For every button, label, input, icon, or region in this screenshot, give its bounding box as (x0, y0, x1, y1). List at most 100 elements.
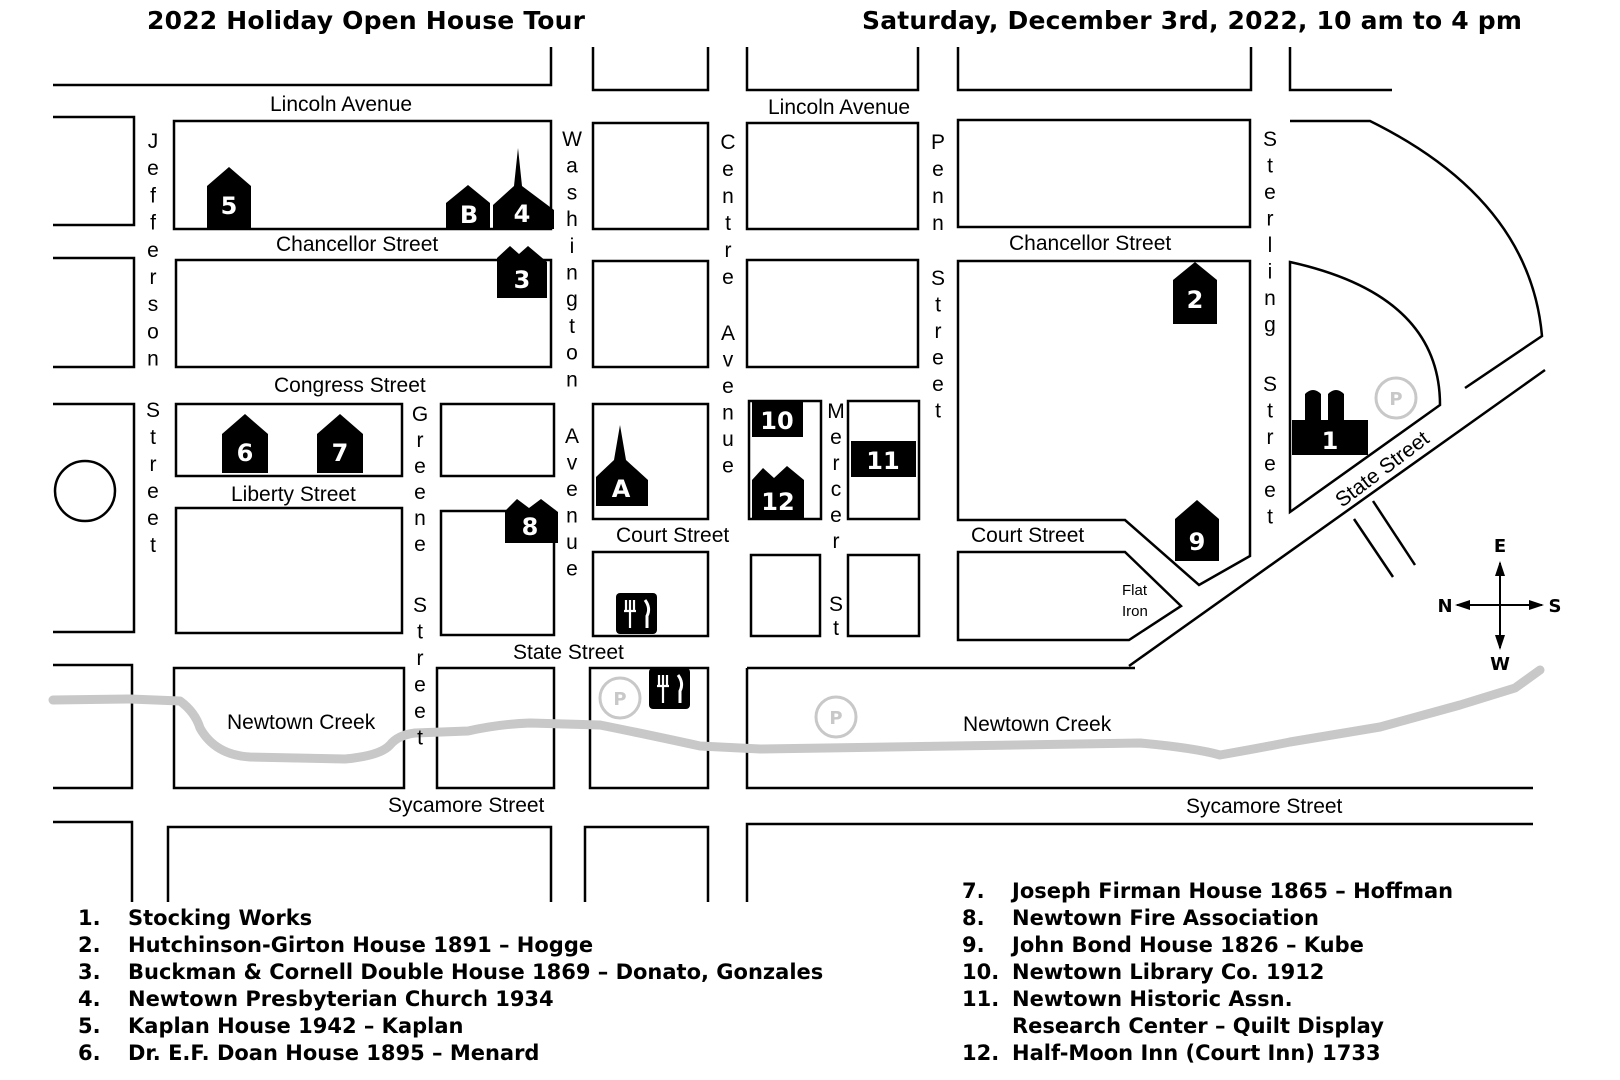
parking-icon: P (1374, 376, 1418, 420)
svg-text:2: 2 (1187, 286, 1204, 314)
marker-3[interactable]: 3 (497, 246, 547, 298)
block-outline (166, 825, 553, 902)
legend-item: 7. Joseph Firman House 1865 – Hoffman (962, 878, 1453, 905)
street-edge (1128, 368, 1546, 668)
legend-item: 8. Newtown Fire Association (962, 905, 1453, 932)
marker-12[interactable]: 12 (752, 466, 804, 519)
compass-north: N (1437, 596, 1452, 617)
street-sycamore-street: Sycamore Street (1186, 795, 1343, 818)
block-outline (1288, 260, 1442, 515)
block-outline (591, 259, 710, 369)
legend-item: 6.Dr. E.F. Doan House 1895 – Menard (78, 1040, 823, 1067)
flat-iron-label: Iron (1122, 603, 1148, 620)
block-outline (174, 402, 404, 478)
marker-8[interactable]: 8 (505, 499, 558, 543)
svg-text:3: 3 (514, 266, 531, 294)
legend-text: Newtown Fire Association (1012, 906, 1319, 930)
legend-number: 7. (962, 879, 985, 903)
marker-4-church[interactable]: 4 (493, 148, 554, 229)
marker-9[interactable]: 9 (1175, 500, 1219, 561)
svg-text:4: 4 (514, 200, 531, 228)
block-outline (846, 399, 921, 521)
legend-text: John Bond House 1826 – Kube (1012, 933, 1364, 957)
svg-text:9: 9 (1189, 528, 1206, 556)
block-outline (749, 553, 822, 638)
legend-number: 9. (962, 933, 985, 957)
street-sycamore-street: Sycamore Street (388, 794, 545, 817)
block-outline (1288, 47, 1392, 92)
svg-text:P: P (829, 708, 842, 729)
svg-text:B: B (460, 201, 478, 229)
block-outline (956, 550, 1183, 642)
street-liberty-street: Liberty Street (231, 483, 356, 506)
svg-text:P: P (1389, 389, 1402, 410)
block-outline (53, 256, 136, 369)
legend-number: 1. (78, 906, 101, 930)
legend-text: Newtown Historic Assn. (1012, 987, 1293, 1011)
legend-text: Dr. E.F. Doan House 1895 – Menard (128, 1041, 540, 1065)
svg-text:10: 10 (760, 407, 793, 435)
street-state-street: State Street (513, 641, 624, 664)
legend-item: 9. John Bond House 1826 – Kube (962, 932, 1453, 959)
legend-item: Research Center – Quilt Display (962, 1013, 1453, 1040)
parking-icon: P (598, 676, 642, 720)
legend-number (962, 1013, 1012, 1040)
restaurant-icon (649, 668, 690, 709)
marker-1-stocking-works[interactable]: 1 (1292, 390, 1368, 455)
marker-2[interactable]: 2 (1173, 262, 1217, 324)
compass-east: E (1494, 536, 1506, 557)
svg-text:7: 7 (332, 439, 349, 467)
marker-5[interactable]: 5 (207, 167, 251, 229)
compass-south: S (1549, 596, 1562, 617)
marker-6[interactable]: 6 (222, 414, 268, 473)
street-chancellor-street: Chancellor Street (276, 233, 438, 256)
svg-text:8: 8 (522, 513, 539, 541)
block-outline (956, 259, 1252, 587)
block-outline (53, 115, 136, 227)
legend-text: Joseph Firman House 1865 – Hoffman (1012, 879, 1454, 903)
block-outline (745, 258, 920, 369)
street-congress-street: Congress Street (274, 374, 426, 397)
legend-text: Buckman & Cornell Double House 1869 – Do… (128, 960, 824, 984)
block-outline (745, 47, 920, 92)
marker-a-church[interactable]: A (596, 425, 648, 506)
svg-text:A: A (612, 475, 631, 503)
marker-b[interactable]: B (446, 185, 490, 229)
legend-number: 5. (78, 1014, 101, 1038)
legend-number: 8. (962, 906, 985, 930)
marker-11[interactable]: 11 (851, 441, 916, 477)
block-outline (956, 118, 1252, 229)
block-outline (745, 822, 1533, 902)
svg-text:5: 5 (221, 192, 238, 220)
marker-7[interactable]: 7 (317, 414, 363, 473)
legend-text: Kaplan House 1942 – Kaplan (128, 1014, 464, 1038)
block-outline (53, 663, 134, 790)
legend-item: 2.Hutchinson-Girton House 1891 – Hogge (78, 932, 823, 959)
svg-text:12: 12 (761, 488, 794, 516)
city-blocks (53, 47, 1546, 902)
legend-item: 1. Stocking Works (78, 905, 823, 932)
legend-text: Newtown Library Co. 1912 (1012, 960, 1325, 984)
block-outline (745, 121, 920, 231)
legend-text: Stocking Works (128, 906, 313, 930)
svg-text:1: 1 (1322, 427, 1339, 455)
legend-item: 5. Kaplan House 1942 – Kaplan (78, 1013, 823, 1040)
legend-number: 4. (78, 987, 101, 1011)
svg-text:11: 11 (866, 447, 899, 475)
block-outline (956, 47, 1253, 92)
legend-item: 4.Newtown Presbyterian Church 1934 (78, 986, 823, 1013)
block-outline (172, 666, 406, 790)
marker-10[interactable]: 10 (752, 401, 803, 437)
legend-number: 10. (962, 960, 1000, 984)
legend-number: 2. (78, 933, 101, 957)
compass-west: W (1490, 654, 1510, 675)
